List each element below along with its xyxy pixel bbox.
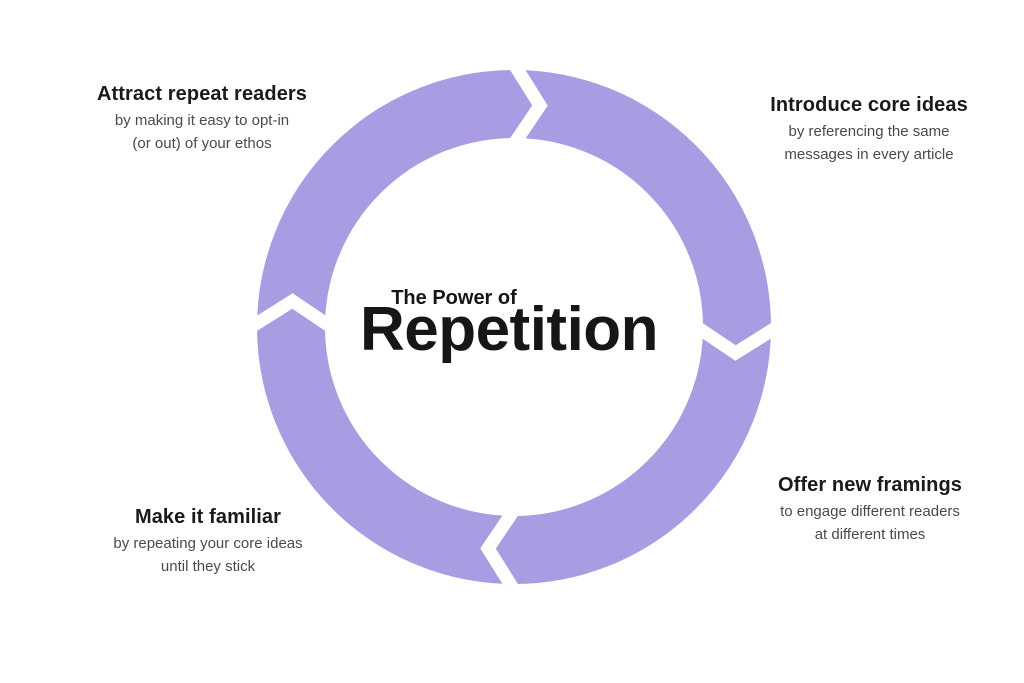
chevron-left-icon <box>247 293 335 333</box>
cycle-label-title: Attract repeat readers <box>96 83 308 105</box>
cycle-label-line: messages in every article <box>784 146 954 163</box>
cycle-label-top-right: Introduce core ideas by referencing the … <box>770 93 968 166</box>
chevron-top-icon <box>508 60 548 148</box>
cycle-label-top-left: Attract repeat readers by making it easy… <box>97 82 307 155</box>
cycle-label-line: by referencing the same <box>788 123 950 140</box>
center-title: Repetition <box>359 295 659 364</box>
cycle-label-line: to engage different readers <box>780 503 960 520</box>
chevron-right-icon <box>693 321 781 361</box>
center-kicker: The Power of <box>391 287 517 309</box>
chevron-bottom-icon <box>480 506 520 594</box>
cycle-label-title: Offer new framings <box>777 474 963 496</box>
cycle-label-line: by repeating your core ideas <box>113 535 303 552</box>
cycle-ring-circle <box>257 70 771 584</box>
cycle-label-bottom-left: Make it familiar by repeating your core … <box>113 505 302 578</box>
cycle-label-title: Introduce core ideas <box>770 94 968 116</box>
cycle-label-bottom-right: Offer new framings to engage different r… <box>778 473 962 546</box>
cycle-label-title: Make it familiar <box>134 506 282 528</box>
cycle-label-line: (or out) of your ethos <box>132 135 272 152</box>
cycle-label-line: at different times <box>814 526 926 543</box>
cycle-label-line: until they stick <box>160 558 256 575</box>
cycle-label-line: by making it easy to opt-in <box>114 112 290 129</box>
